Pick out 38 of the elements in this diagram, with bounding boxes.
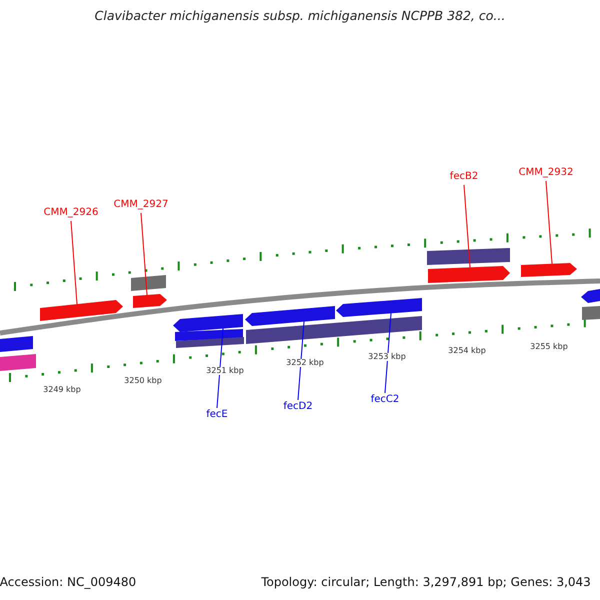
gene-label: fecE — [206, 410, 228, 420]
gene-label: CMM_2926 — [44, 208, 98, 218]
gene-feature — [176, 337, 244, 348]
gene-feature — [0, 354, 36, 371]
gene-label: fecD2 — [283, 402, 313, 412]
gene-feature — [428, 266, 510, 283]
gene-feature — [133, 294, 167, 308]
footer-text: Accession: NC_009480 — [0, 576, 138, 588]
gene-feature — [246, 316, 422, 344]
gene-feature — [521, 263, 577, 277]
gene-feature — [175, 329, 243, 341]
scale-label: 3253 kbp — [367, 353, 407, 361]
gene-label: fecB2 — [450, 172, 478, 182]
scale-label: 3254 kbp — [447, 347, 487, 355]
scale-label: 3252 kbp — [285, 359, 325, 367]
leader-line — [70, 220, 78, 305]
footer-text: Topology: circular; Length: 3,297,891 bp; Genes: 3,043 — [260, 576, 592, 588]
gene-feature — [40, 300, 123, 321]
scale-label: 3250 kbp — [123, 377, 163, 385]
gene-feature — [581, 289, 600, 303]
scale-label: 3255 kbp — [529, 343, 569, 351]
leader-line — [384, 312, 392, 394]
scale-label: 3251 kbp — [205, 367, 245, 375]
leader-line — [140, 212, 148, 296]
leader-line — [464, 184, 470, 268]
map-title: Clavibacter michiganensis subsp. michiganensis NCPPB 382, co... — [94, 10, 506, 22]
gene-label: CMM_2932 — [518, 168, 574, 178]
gene-feature — [173, 314, 243, 332]
scale-label: 3249 kbp — [42, 386, 82, 394]
gene-feature — [245, 306, 335, 326]
leader-line — [298, 320, 304, 400]
gene-label: fecC2 — [370, 395, 400, 405]
leader-line — [546, 180, 552, 264]
gene-feature — [427, 248, 510, 265]
gene-feature — [0, 336, 33, 352]
gene-feature — [131, 275, 166, 291]
gene-feature — [582, 306, 600, 320]
gene-label: CMM_2927 — [114, 200, 168, 210]
